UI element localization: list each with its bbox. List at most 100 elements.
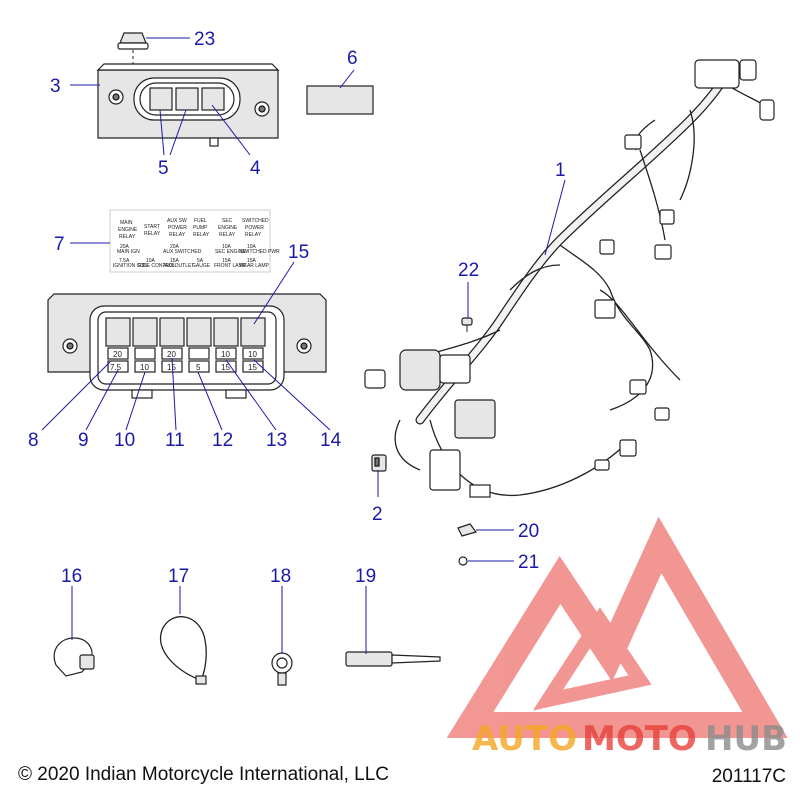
fuse-top-2: 20: [167, 350, 176, 359]
callout-16: 16: [61, 566, 82, 587]
fuse-top-4: 10: [221, 350, 230, 359]
fuse-row-bottom: 7.5 10 15 5 15 15: [107, 360, 264, 373]
watermark-word-hub: HUB: [705, 719, 787, 759]
svg-text:RELAY: RELAY: [169, 232, 186, 238]
svg-text:RELAY: RELAY: [144, 231, 161, 237]
callout-8: 8: [28, 430, 39, 451]
svg-text:MAIN: MAIN: [120, 220, 133, 226]
svg-text:FRONT LAMP: FRONT LAMP: [214, 263, 247, 269]
callout-23: 23: [194, 29, 215, 50]
part-16-clamp: [53, 637, 95, 677]
callout-5: 5: [158, 158, 169, 179]
callout-2: 2: [372, 504, 383, 525]
part-1-wiring-harness: [364, 59, 775, 498]
callout-11: 11: [165, 430, 185, 451]
callout-9: 9: [78, 430, 89, 451]
watermark-word-moto: MOTO: [582, 719, 697, 759]
svg-text:RELAY: RELAY: [245, 232, 262, 238]
watermark-wordmark: AUTO MOTO HUB: [472, 719, 787, 759]
part-17-cable-tie: [159, 616, 207, 685]
callout-19: 19: [355, 566, 376, 587]
svg-text:RIDE CONTROL: RIDE CONTROL: [138, 263, 176, 269]
svg-text:7.5A: 7.5A: [119, 258, 130, 264]
part-19-terminal: [345, 651, 441, 667]
svg-text:20A: 20A: [170, 244, 180, 250]
svg-text:AUX SWITCHED: AUX SWITCHED: [163, 249, 202, 255]
callout-4: 4: [250, 158, 261, 179]
callout-3: 3: [50, 76, 61, 97]
callout-6: 6: [347, 48, 358, 69]
svg-text:FUEL: FUEL: [194, 218, 207, 224]
callout-21: 21: [518, 552, 539, 573]
part-6-label: [306, 85, 374, 115]
callout-14: 14: [320, 430, 342, 451]
fuse-bottom-5: 15: [248, 363, 257, 372]
svg-text:POWER: POWER: [168, 225, 187, 231]
svg-text:RELAY: RELAY: [219, 232, 236, 238]
watermark-word-auto: AUTO: [472, 719, 577, 759]
part-21-nut: [458, 556, 468, 566]
fuse-top-5: 10: [248, 350, 257, 359]
fuse-bottom-1: 10: [140, 363, 149, 372]
svg-text:PUMP: PUMP: [193, 225, 208, 231]
fuse-relay-box: 20 20 10 10 7.5 10 15 5 15 15: [47, 293, 327, 399]
callout-18: 18: [270, 566, 291, 587]
fuse-top-0: 20: [113, 350, 122, 359]
svg-text:AUX OUTLET: AUX OUTLET: [163, 263, 194, 269]
callout-12: 12: [212, 430, 233, 451]
part-18-fastener: [271, 652, 293, 686]
svg-text:SEC: SEC: [222, 218, 233, 224]
svg-text:RELAY: RELAY: [193, 232, 210, 238]
svg-text:SWITCHED: SWITCHED: [242, 218, 269, 224]
relay-slots: [105, 317, 266, 347]
callout-22: 22: [458, 260, 479, 281]
drawing-number: 201117C: [711, 766, 786, 787]
part-3-relay-cover: [96, 63, 280, 147]
svg-text:RELAY: RELAY: [119, 234, 136, 240]
callout-20: 20: [518, 521, 539, 542]
svg-text:REAR LAMP: REAR LAMP: [240, 263, 270, 269]
part-23-fastener: [117, 32, 149, 70]
svg-text:15A: 15A: [247, 258, 257, 264]
svg-text:ENGINE: ENGINE: [218, 225, 238, 231]
svg-text:MAIN IGN: MAIN IGN: [117, 249, 140, 255]
leader-lines: [41, 37, 566, 654]
watermark-logo: [446, 516, 788, 738]
fuse-bottom-3: 5: [196, 363, 201, 372]
svg-text:AUX SW: AUX SW: [167, 218, 187, 224]
svg-text:10A: 10A: [247, 244, 257, 250]
callout-1: 1: [555, 160, 566, 181]
fuse-bottom-4: 15: [221, 363, 230, 372]
svg-text:SEC ENGINE: SEC ENGINE: [215, 249, 247, 255]
svg-text:POWER: POWER: [245, 225, 264, 231]
fuse-row-top: 20 20 10 10: [107, 347, 264, 360]
svg-text:5A: 5A: [197, 258, 204, 264]
svg-text:15A: 15A: [170, 258, 180, 264]
fuse-bottom-0: 7.5: [110, 363, 122, 372]
part-22-screw: [461, 317, 473, 332]
callout-numbers: 1 2 3 4 5 6 7 8 9 10 11 12 13 14 15 16 1…: [28, 29, 566, 587]
svg-text:IGNITION COIL: IGNITION COIL: [113, 263, 149, 269]
svg-text:START: START: [144, 224, 160, 230]
callout-7: 7: [54, 234, 65, 255]
callout-15: 15: [288, 242, 309, 263]
svg-text:15A: 15A: [222, 258, 232, 264]
copyright-notice: © 2020 Indian Motorcycle International, …: [18, 764, 389, 785]
svg-text:10A: 10A: [146, 258, 156, 264]
callout-17: 17: [168, 566, 189, 587]
svg-text:ENGINE: ENGINE: [118, 227, 138, 233]
